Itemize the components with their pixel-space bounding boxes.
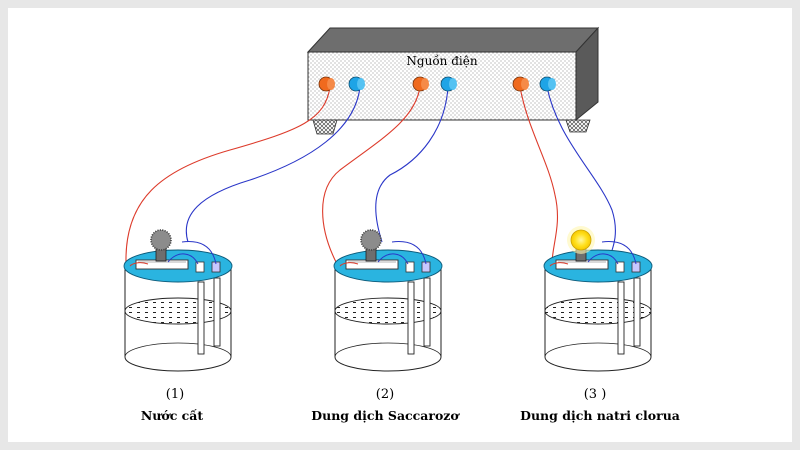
light-bulb-off-icon — [150, 229, 172, 251]
electrode-left — [617, 281, 625, 355]
terminal-positive-3 — [512, 76, 529, 92]
terminal-positive-1 — [318, 76, 335, 92]
terminal-negative-2 — [440, 76, 457, 92]
beaker-caption-1: Nước cất — [141, 408, 204, 423]
beaker-number-1: (1) — [166, 387, 184, 402]
beaker-caption-2: Dung dịch Saccarozơ — [311, 408, 460, 423]
beaker-2 — [333, 229, 443, 372]
terminal-positive-2 — [412, 76, 429, 92]
power-supply-foot-left — [312, 119, 338, 135]
liquid-surface — [124, 297, 232, 325]
beaker-bottom — [124, 342, 232, 358]
wire-negative-3 — [546, 86, 616, 263]
wire-positive-3 — [519, 86, 558, 265]
wire-negative-2 — [375, 86, 449, 243]
beaker-3 — [543, 226, 653, 372]
beaker-caption-3: Dung dịch natri clorua — [520, 408, 680, 423]
beaker-bottom — [334, 342, 442, 358]
terminal-clip-left — [195, 261, 205, 273]
electrode-right — [633, 277, 641, 347]
beaker-number-2: (2) — [376, 387, 394, 402]
power-supply-foot-right — [565, 119, 591, 133]
electrode-right — [423, 277, 431, 347]
terminal-negative-1 — [348, 76, 365, 92]
terminal-clip-left — [405, 261, 415, 273]
terminal-clip-left — [615, 261, 625, 273]
power-supply-label: Nguồn điện — [406, 53, 477, 68]
light-bulb-off-icon — [360, 229, 382, 251]
beaker-bottom — [544, 342, 652, 358]
wire-negative-1 — [185, 86, 361, 243]
wire-positive-2 — [322, 86, 421, 263]
wires — [125, 86, 616, 265]
electrode-right — [213, 277, 221, 347]
liquid-surface — [544, 297, 652, 325]
electrode-left — [197, 281, 205, 355]
electrode-left — [407, 281, 415, 355]
liquid-surface — [334, 297, 442, 325]
beakers — [123, 226, 653, 372]
beaker-number-3: (3 ) — [584, 387, 607, 402]
terminals — [318, 76, 556, 92]
light-bulb-on-icon — [570, 229, 592, 251]
wire-positive-1 — [125, 86, 331, 263]
labels: (1) (2) (3 ) Nước cất Dung dịch Saccaroz… — [141, 387, 680, 423]
beaker-1 — [123, 229, 233, 372]
terminal-negative-3 — [539, 76, 556, 92]
